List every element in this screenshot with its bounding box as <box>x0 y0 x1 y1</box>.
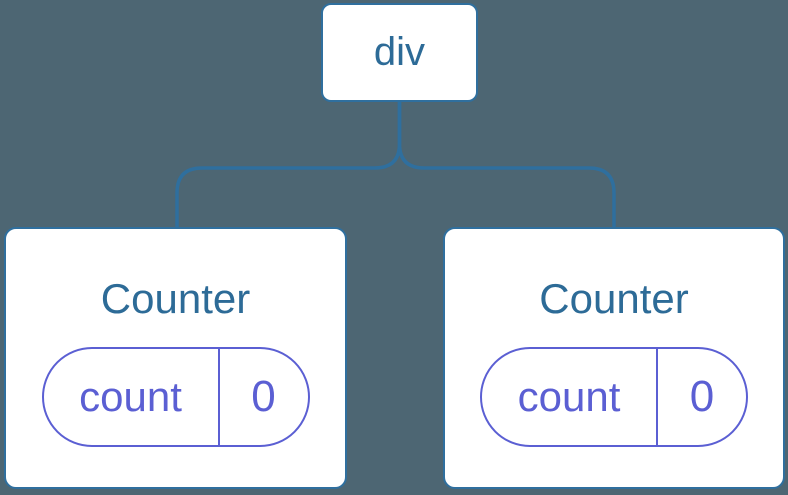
component-name: Counter <box>539 275 689 322</box>
component-card-counter-1: Counter count 0 <box>4 227 347 489</box>
state-value: 0 <box>217 349 308 445</box>
state-name: count <box>79 373 182 420</box>
state-pill: count 0 <box>480 347 748 447</box>
component-name: Counter <box>100 275 251 322</box>
root-node-label: div <box>373 30 426 74</box>
state-pill: count 0 <box>41 347 310 447</box>
component-card-counter-2: Counter count 0 <box>443 227 785 489</box>
state-value: 0 <box>656 349 746 445</box>
connector-right <box>397 101 616 229</box>
state-name: count <box>517 373 621 420</box>
connector-left <box>175 101 402 229</box>
root-node: div <box>321 3 478 102</box>
